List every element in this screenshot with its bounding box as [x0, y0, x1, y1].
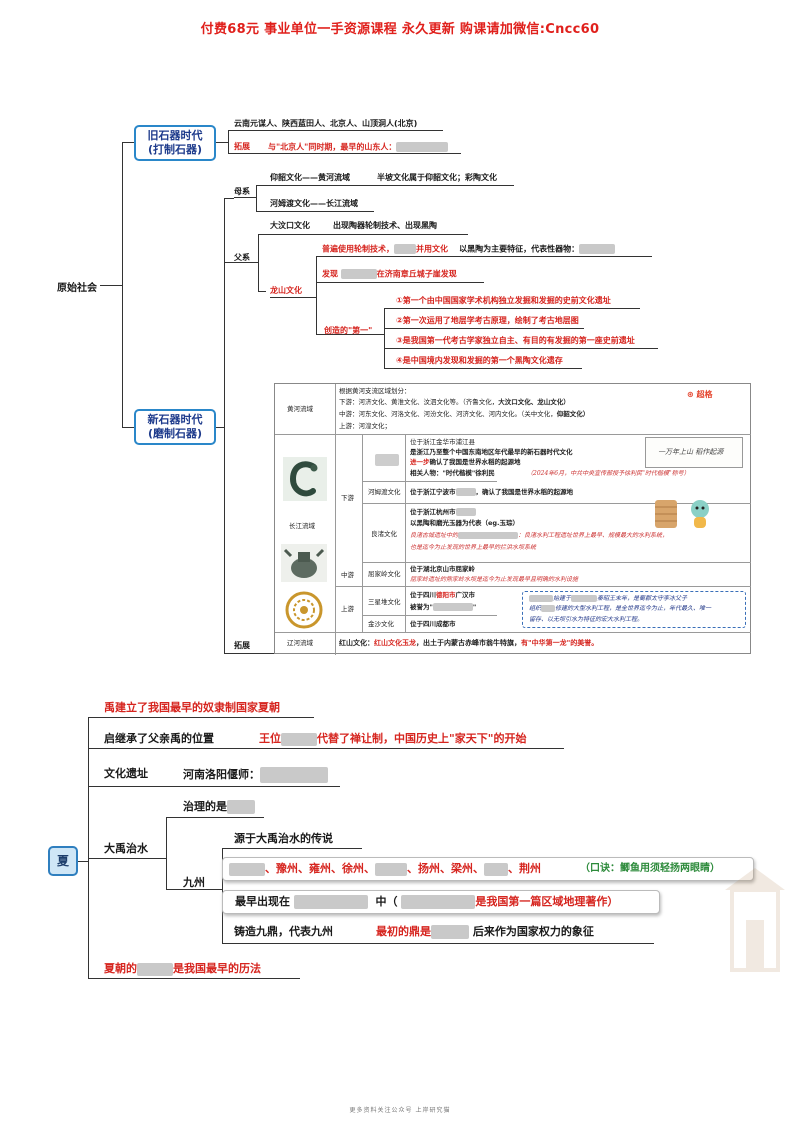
zhongyou-label: 中游 — [341, 571, 354, 579]
culture-1-rice: 进一步确认了我国是世界水稻的起源地 — [410, 458, 521, 466]
provinces-mnemonic: （口诀：鲫鱼用须轻扬两眼睛） — [580, 863, 720, 874]
longshan-fact-2: 发现 在济南章丘城子崖发现 — [322, 269, 457, 279]
hemudu-culture: 河姆渡文化——长江流域 — [270, 199, 358, 208]
brand-logo: ⊛ 超格 — [687, 390, 713, 399]
qujialing-location: 位于湖北京山市屈家岭 — [410, 565, 475, 573]
hongshan-culture: 红山文化：红山文化玉龙，出土于内蒙古赤峰市翁牛特旗，有"中华第一龙"的美誉。 — [339, 639, 599, 647]
paleo-extension-label: 拓展 — [234, 142, 250, 151]
sun-bird-image — [281, 591, 327, 629]
dawenkou-description: 出现陶器轮制技术、出现黑陶 — [333, 221, 437, 230]
provinces-list: 、豫州、雍州、徐州、、扬州、梁州、、荆州 — [229, 862, 541, 876]
footer-text: 更多资料关注公众号 上岸研究猫 — [349, 1107, 451, 1114]
jade-cong-image — [651, 497, 681, 530]
huanghe-upstream: 上游：河湟文化； — [339, 422, 391, 430]
qujialing-dam: 屈家岭遗址的熊家岭水坝是迄今为止发现最早且明确的水利设施 — [410, 576, 579, 583]
dawenkou-culture: 大汶口文化 — [270, 221, 310, 230]
longshan-first-1: ①第一个由中国国家学术机构独立发掘和发掘的史前文化遗址 — [396, 296, 611, 305]
ancient-gate-watermark — [720, 860, 790, 980]
huanghe-downstream: 下游：河济文化、黄淮文化、汶泗文化等。（齐鲁文化，大汶口文化、龙山文化） — [339, 398, 570, 406]
huanghe-label: 黄河流域 — [287, 405, 313, 413]
jinsha-cell: 金沙文化 — [368, 620, 394, 628]
qujialing-cell: 屈家岭文化 — [368, 570, 401, 578]
longshan-first-2: ②第一次运用了地层学考古原理，绘制了考古地层图 — [396, 316, 579, 325]
provinces-row: 、豫州、雍州、徐州、、扬州、梁州、、荆州 （口诀：鲫鱼用须轻扬两眼睛） — [222, 857, 754, 881]
culture-1-location: 位于浙江金华市浦江县 — [410, 438, 475, 446]
xia-calendar: 夏朝的是我国最早的历法 — [104, 962, 261, 976]
liangzhu-water-1: 良渚古城遗址中的：良渚水利工程遗址世界上最早、规模最大的水利系统， — [410, 532, 669, 539]
govern-river: 治理的是 — [183, 800, 255, 814]
liangzhu-water-2: 也是迄今为止发现的世界上最早的拦洪水坝系统 — [410, 544, 537, 551]
patrilineal-node: 父系 — [234, 253, 250, 262]
neolithic-title: 新石器时代 — [147, 413, 203, 426]
root-xia: 夏 — [48, 846, 78, 876]
nine-provinces-label: 九州 — [183, 876, 205, 889]
liangzhu-cell: 良渚文化 — [371, 530, 397, 538]
cultural-site-label: 文化遗址 — [104, 767, 148, 780]
hemudu-cell: 河姆渡文化 — [368, 488, 401, 496]
xiayou-label: 下游 — [341, 494, 354, 502]
longshan-firsts-label: 创造的"第一" — [324, 326, 373, 335]
river-cultures-table: 黄河流域 根据黄河支流区域划分： 下游：河济文化、黄淮文化、汶泗文化等。（齐鲁文… — [274, 383, 751, 655]
cultural-site-value: 河南洛阳偃师： — [183, 767, 328, 783]
first-ding: 最初的鼎是 后来作为国家权力的象征 — [376, 925, 594, 939]
nine-ding: 铸造九鼎，代表九州 — [234, 925, 333, 938]
neolithic-box: 新石器时代 (磨制石器) — [134, 409, 216, 445]
longshan-first-3: ③是我国第一代考古学家独立自主、有目的有发掘的第一座史前遗址 — [396, 336, 635, 345]
mascot-image — [685, 497, 715, 530]
extension-label: 拓展 — [234, 641, 250, 650]
calligraphy-image: 一万年上山 稻作起源 — [645, 437, 743, 468]
paleo-extension-text: 与"北京人"同时期，最早的山东人： — [268, 142, 449, 153]
paleolithic-subtitle: (打制石器) — [147, 143, 203, 156]
paleo-people: 云南元谋人、陕西蓝田人、北京人、山顶洞人(北京) — [234, 119, 418, 128]
yu-founding: 禹建立了我国最早的奴隶制国家夏朝 — [104, 701, 280, 714]
longshan-first-4: ④是中国境内发现和发掘的第一个黑陶文化遗存 — [396, 356, 563, 365]
qi-detail: 王位代替了禅让制，中国历史上"家天下"的开始 — [259, 732, 527, 746]
root-primitive-society: 原始社会 — [57, 283, 97, 294]
banpo-culture: 半坡文化属于仰韶文化；彩陶文化 — [377, 173, 497, 182]
paleolithic-box: 旧石器时代 (打制石器) — [134, 125, 216, 161]
dujiangyan-note: 始建于秦昭王末年，是蜀郡太守李冰父子 组织修建的大型水利工程，是全世界迄今为止，… — [522, 591, 746, 628]
culture-1-person-note: （2024年6月，中共中央宣传部授予徐利民"时代楷模"称号） — [527, 470, 690, 477]
nine-provinces-origin: 源于大禹治水的传说 — [234, 832, 333, 845]
neolithic-subtitle: (磨制石器) — [147, 427, 203, 440]
yangshao-culture: 仰韶文化——黄河流域 — [270, 173, 350, 182]
sanxingdui-location: 位于四川德阳市广汉市 — [410, 591, 475, 599]
huanghe-intro: 根据黄河支流区域划分： — [339, 387, 411, 395]
culture-1-earliest: 是浙江乃至整个中国东南地区年代最早的新石器时代文化 — [410, 448, 573, 456]
sanxingdui-praise: 被誉为"" — [410, 603, 477, 611]
paleolithic-title: 旧石器时代 — [147, 129, 203, 142]
culture-1-person: 相关人物："时代楷模"徐利民 — [410, 469, 495, 477]
jinsha-location: 位于四川成都市 — [410, 620, 456, 628]
shangyou-label: 上游 — [341, 605, 354, 613]
sanxingdui-cell: 三星堆文化 — [368, 598, 401, 606]
longshan-culture: 龙山文化 — [270, 286, 302, 295]
huanghe-midstream: 中游：河东文化、河洛文化、河汾文化、河济文化、河内文化。（关中文化，仰韶文化） — [339, 410, 590, 418]
qi-succession: 启继承了父亲禹的位置 — [104, 732, 214, 745]
earliest-record-row: 最早出现在 中（ 是我国第一篇区域地理著作） — [222, 890, 660, 914]
liangzhu-artifacts: 以黑陶和磨光玉器为代表（eg.玉琮） — [410, 519, 520, 527]
promo-banner: 付费68元 事业单位一手资源课程 永久更新 购课请加微信:Cncc60 — [200, 22, 600, 37]
liaohe-label: 辽河流域 — [287, 639, 313, 647]
earliest-record: 最早出现在 中（ 是我国第一篇区域地理著作） — [235, 895, 619, 909]
flood-control-label: 大禹治水 — [104, 842, 148, 855]
hemudu-description: 位于浙江宁波市，确认了我国是世界水稻的起源地 — [410, 488, 573, 496]
jade-dragon-image — [283, 457, 327, 501]
bronze-vessel-image — [281, 544, 327, 582]
longshan-fact-1: 普遍使用轮制技术，并用文化 以黑陶为主要特征，代表性器物： — [322, 244, 616, 255]
changjiang-label: 长江流域 — [289, 522, 315, 530]
matrilineal-node: 母系 — [234, 187, 250, 196]
liangzhu-location: 位于浙江杭州市 — [410, 508, 476, 516]
